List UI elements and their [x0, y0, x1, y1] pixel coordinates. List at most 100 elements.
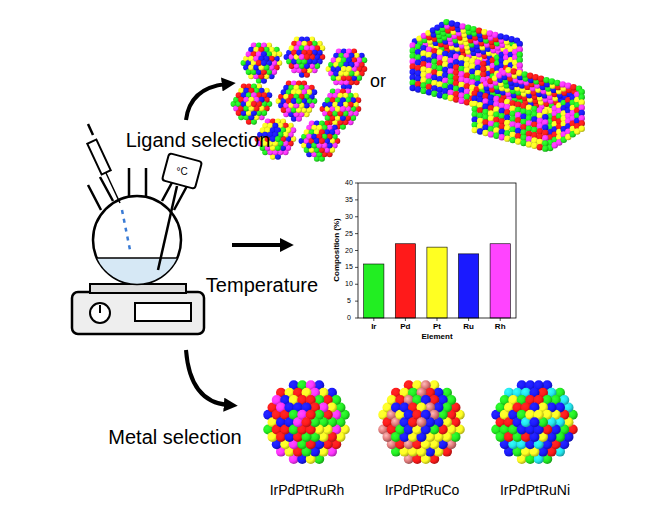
- bar: [458, 254, 478, 318]
- atom: [516, 70, 522, 76]
- tick-label: 30: [345, 213, 353, 221]
- atom: [410, 85, 416, 91]
- arrow: [186, 84, 226, 120]
- alloy-name: IrPdPtRuCo: [385, 483, 460, 498]
- atom: [460, 23, 466, 29]
- atom: [515, 138, 521, 144]
- tick-label: Pt: [433, 323, 441, 332]
- bar: [490, 244, 510, 318]
- atom: [510, 137, 516, 143]
- alloy-particle: [378, 380, 465, 464]
- atom: [431, 91, 437, 97]
- nanoparticle: [299, 120, 341, 161]
- nanoparticle: [284, 36, 326, 77]
- atom: [442, 93, 448, 99]
- atom: [472, 127, 478, 133]
- atom: [302, 417, 312, 427]
- atom: [251, 101, 257, 107]
- connector-word: or: [370, 72, 386, 92]
- tick-label: 40: [345, 179, 353, 187]
- nanoparticle: [231, 83, 273, 124]
- atom: [481, 29, 487, 35]
- atom: [522, 71, 528, 77]
- atom: [498, 33, 504, 39]
- nanoparticle: [320, 88, 362, 129]
- atom: [458, 98, 464, 104]
- atom: [538, 75, 544, 81]
- tick-label: 0: [347, 314, 351, 322]
- tick-label: Pd: [400, 323, 410, 332]
- atom: [488, 131, 494, 137]
- atom: [570, 84, 576, 90]
- tick-label: 35: [345, 196, 353, 204]
- atom: [549, 78, 555, 84]
- tick-label: 10: [345, 280, 353, 288]
- atom: [554, 80, 560, 86]
- atom: [579, 126, 585, 132]
- tick-label: Rh: [495, 323, 506, 332]
- atom: [465, 25, 471, 31]
- atom: [505, 67, 511, 73]
- arrow: [232, 243, 284, 247]
- tick-label: Ir: [371, 323, 376, 332]
- atom: [542, 145, 548, 151]
- atom: [426, 89, 432, 95]
- axis-title: Element: [421, 333, 452, 342]
- nanocube: [472, 67, 585, 152]
- atom: [487, 30, 493, 36]
- nanoparticle: [276, 80, 318, 121]
- atom: [304, 54, 310, 60]
- bar: [427, 247, 447, 318]
- step-label: Ligand selection: [126, 129, 271, 151]
- atom: [420, 88, 426, 94]
- axis-title: Composition (%): [333, 218, 342, 282]
- arrow: [186, 350, 228, 405]
- atom: [477, 128, 483, 134]
- atom: [476, 27, 482, 33]
- atom: [482, 130, 488, 136]
- atom: [346, 66, 352, 72]
- nanoparticle: [326, 48, 368, 89]
- atom: [296, 98, 302, 104]
- atom: [532, 74, 538, 80]
- atom: [448, 95, 454, 101]
- atom: [499, 134, 505, 140]
- bar: [395, 244, 415, 318]
- atom: [464, 99, 470, 105]
- atom: [511, 68, 517, 74]
- bar-chart: [355, 183, 516, 321]
- step-label: Temperature: [206, 274, 318, 296]
- atom: [560, 81, 566, 87]
- tick-label: 25: [345, 230, 353, 238]
- atom: [449, 20, 455, 26]
- alloy-name: IrPdPtRuRh: [270, 483, 345, 498]
- alloy-name: IrPdPtRuNi: [500, 483, 570, 498]
- atom: [520, 140, 526, 146]
- atom: [493, 133, 499, 139]
- tick-label: 20: [345, 247, 353, 255]
- atom: [527, 73, 533, 79]
- atom: [453, 96, 459, 102]
- atom: [531, 143, 537, 149]
- atom: [537, 144, 543, 150]
- atom: [470, 26, 476, 32]
- atom: [415, 86, 421, 92]
- atom: [443, 19, 449, 25]
- nanoparticle: [241, 42, 283, 83]
- atom: [530, 417, 540, 427]
- atom: [492, 32, 498, 38]
- atom: [454, 22, 460, 28]
- atom: [526, 141, 532, 147]
- alloy-particle: [263, 380, 350, 464]
- tick-label: 5: [347, 297, 351, 305]
- alloy-particle: [491, 380, 578, 464]
- step-label: Metal selection: [108, 426, 241, 448]
- atom: [503, 35, 509, 41]
- atom: [275, 136, 281, 142]
- atom: [543, 77, 549, 83]
- atom: [319, 138, 325, 144]
- atom: [504, 135, 510, 141]
- atom: [417, 417, 427, 427]
